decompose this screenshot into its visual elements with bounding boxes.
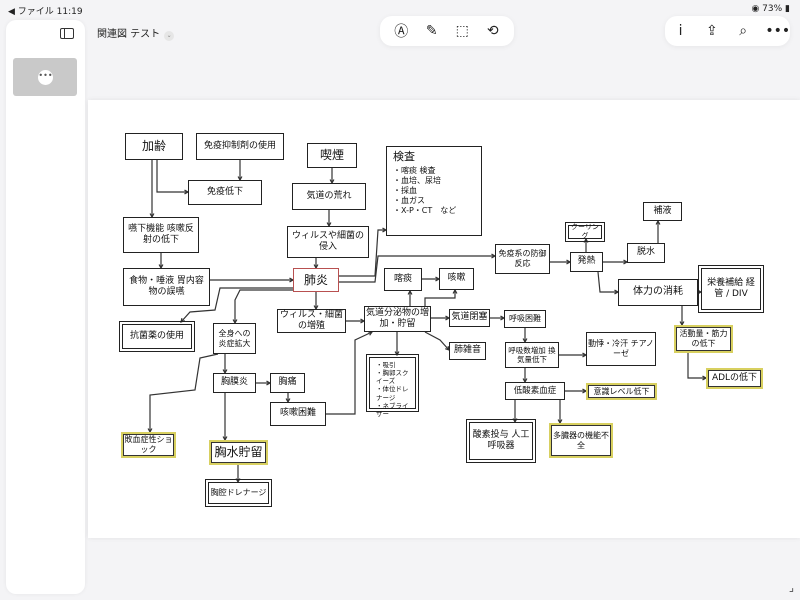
page-thumbnail[interactable]: ••• [13, 58, 77, 96]
node-antibiotics: 抗菌薬の使用 [119, 321, 195, 352]
more-icon[interactable]: ••• [765, 23, 791, 39]
node-fever: 発熱 [570, 252, 603, 272]
battery-indicator: ◉ 73% ▮ [751, 4, 790, 14]
page-sidebar: ••• [6, 20, 85, 594]
care-item: ・吸引 [376, 361, 396, 369]
node-organ-failure: 多臓器の機能不全 [549, 423, 613, 458]
node-immune-decline: 免疫低下 [188, 180, 262, 205]
node-examinations: 検査 ・喀痰 検査 ・血培、尿培 ・採血 ・血ガス ・X-P・CT など [386, 146, 482, 236]
node-oxygen-therapy: 酸素投与 人工呼吸器 [466, 419, 536, 463]
node-smoking: 喫煙 [307, 143, 357, 168]
exam-item: ・血ガス [393, 195, 425, 205]
markup-icon[interactable]: ✎ [425, 23, 438, 39]
node-adl-decline: ADLの低下 [706, 368, 763, 389]
exam-item: ・X-P・CT など [393, 205, 457, 215]
care-item: ・胸郭スクイーズ [376, 369, 409, 386]
rotate-icon[interactable]: ⟲ [486, 23, 499, 39]
node-pleural-effusion: 胸水貯留 [209, 440, 268, 465]
node-pleurisy: 胸膜炎 [213, 373, 256, 393]
share-icon[interactable]: ⇪ [706, 23, 718, 39]
node-immune-response: 免疫系の防御反応 [495, 244, 550, 274]
node-exhaustion: 体力の消耗 [618, 279, 698, 306]
node-chest-pain: 胸痛 [270, 373, 305, 393]
node-cooling: クーリング [565, 222, 605, 242]
status-bar: ◀ ファイル 11:19 ◉ 73% ▮ [0, 0, 800, 18]
sidebar-toggle-icon[interactable] [60, 28, 74, 39]
node-cough-difficulty: 咳嗽困難 [270, 402, 326, 426]
node-palpitation: 動悸・冷汗 チアノーゼ [586, 332, 656, 366]
node-sputum: 喀痰 [384, 268, 422, 291]
node-airway-damage: 気道の荒れ [292, 183, 366, 210]
node-respiratory-rate: 呼吸数増加 換気量低下 [505, 342, 559, 368]
node-lung-noise: 肺雑音 [449, 342, 486, 360]
node-airway-obstruction: 気道閉塞 [449, 309, 490, 327]
node-cough: 咳嗽 [439, 268, 474, 290]
node-aspiration: 食物・唾液 胃内容物の誤嚥 [123, 268, 210, 306]
chevron-down-icon[interactable]: ⌄ [164, 31, 175, 41]
search-icon[interactable]: ⌕ [739, 23, 748, 39]
node-immunosuppressant: 免疫抑制剤の使用 [196, 133, 284, 160]
back-to-files[interactable]: ◀ ファイル 11:19 [8, 7, 83, 17]
thumbnail-more-button[interactable]: ••• [38, 70, 53, 85]
care-item: ・ネブライザー [376, 401, 409, 418]
care-item: ・体位ドレナージ [376, 385, 409, 402]
markup-toolbar: Ⓐ ✎ ⬚ ⟲ [380, 16, 514, 46]
node-pneumonia: 肺炎 [293, 268, 339, 292]
node-aging: 加齢 [125, 133, 183, 160]
node-dyspnea: 呼吸困難 [504, 310, 546, 328]
node-swallow-decline: 嚥下機能 咳嗽反射の低下 [123, 217, 199, 253]
exam-item: ・血培、尿培 [393, 175, 441, 185]
resize-handle-icon[interactable]: ⌟ [788, 581, 794, 594]
node-airway-care: ・吸引 ・胸郭スクイーズ ・体位ドレナージ ・ネブライザー [366, 354, 419, 418]
node-pathogen-growth: ウィルス・細菌の増殖 [277, 309, 346, 333]
node-inflammation-spread: 全身への炎症拡大 [213, 323, 256, 354]
node-pathogen-invasion: ウィルスや細菌の侵入 [287, 226, 369, 258]
info-icon[interactable]: i [678, 23, 683, 39]
node-consciousness-decline: 意識レベル低下 [586, 383, 657, 400]
node-activity-decline: 活動量・筋力の低下 [674, 325, 733, 353]
node-fluid-replacement: 補液 [643, 202, 682, 221]
node-septic-shock: 敗血症性ショック [121, 432, 176, 458]
node-secretion: 気道分泌物の増加・貯留 [364, 306, 431, 332]
node-chest-drainage: 胸腔ドレナージ [205, 479, 272, 507]
exam-title: 検査 [393, 150, 415, 163]
document-toolbar: i ⇪ ⌕ ••• [665, 16, 790, 46]
exam-item: ・採血 [393, 185, 417, 195]
pen-icon[interactable]: Ⓐ [394, 24, 409, 40]
node-nutrition: 栄養補給 経管 / DIV [698, 265, 764, 313]
node-dehydration: 脱水 [627, 243, 665, 263]
selection-icon[interactable]: ⬚ [455, 23, 469, 39]
exam-item: ・喀痰 検査 [393, 165, 436, 175]
clock: 11:19 [56, 7, 83, 17]
node-hypoxemia: 低酸素血症 [505, 382, 565, 400]
document-title[interactable]: 関連図 テスト⌄ [97, 25, 175, 41]
